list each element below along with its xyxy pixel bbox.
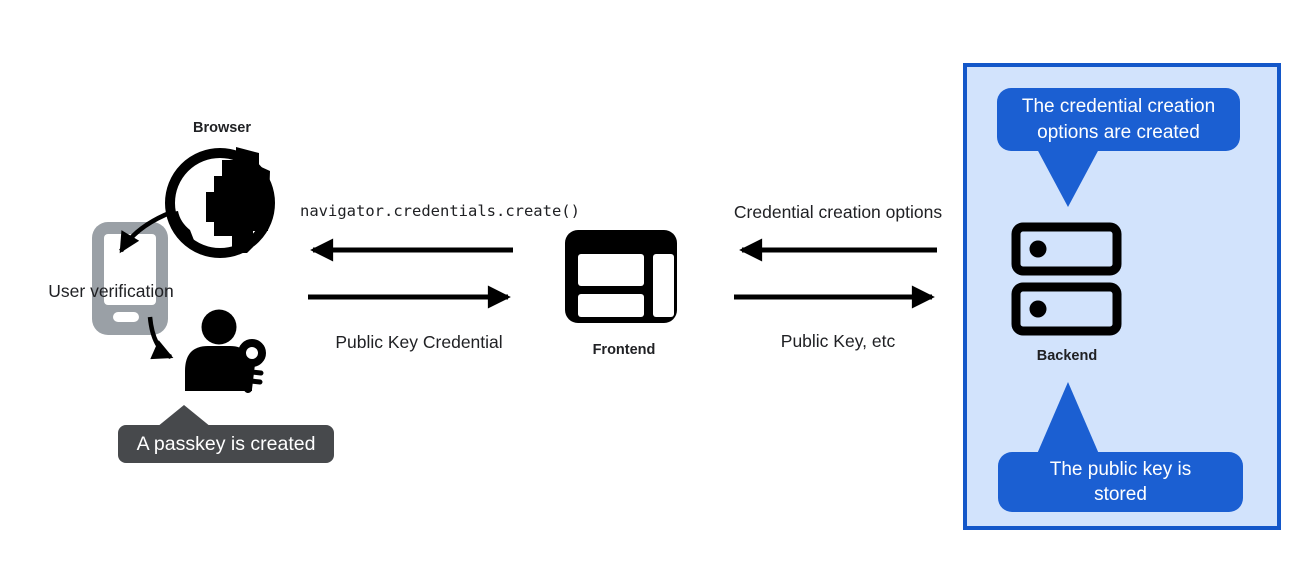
user-verification-label: User verification bbox=[48, 281, 174, 301]
credential-options-callout: The credential creation options are crea… bbox=[997, 88, 1240, 207]
person-key-icon bbox=[185, 309, 266, 393]
public-key-etc-label: Public Key, etc bbox=[780, 331, 896, 351]
navigator-credentials-create-label: navigator.credentials.create() bbox=[300, 202, 580, 220]
passkey-created-tooltip: A passkey is created bbox=[118, 405, 334, 463]
globe-icon bbox=[165, 147, 275, 258]
arrow-browser-to-phone bbox=[119, 209, 173, 254]
frontend-label: Frontend bbox=[592, 342, 656, 358]
credential-creation-options-label: Credential creation options bbox=[733, 202, 943, 222]
browser-window-icon bbox=[565, 230, 677, 323]
public-key-credential-label: Public Key Credential bbox=[335, 332, 503, 352]
phone-icon bbox=[92, 222, 168, 335]
server-icon bbox=[1011, 222, 1122, 336]
backend-label: Backend bbox=[1036, 348, 1098, 364]
arrow-phone-to-passkey bbox=[147, 316, 174, 360]
browser-label: Browser bbox=[192, 120, 252, 136]
public-key-stored-callout: The public key is stored bbox=[998, 382, 1243, 512]
